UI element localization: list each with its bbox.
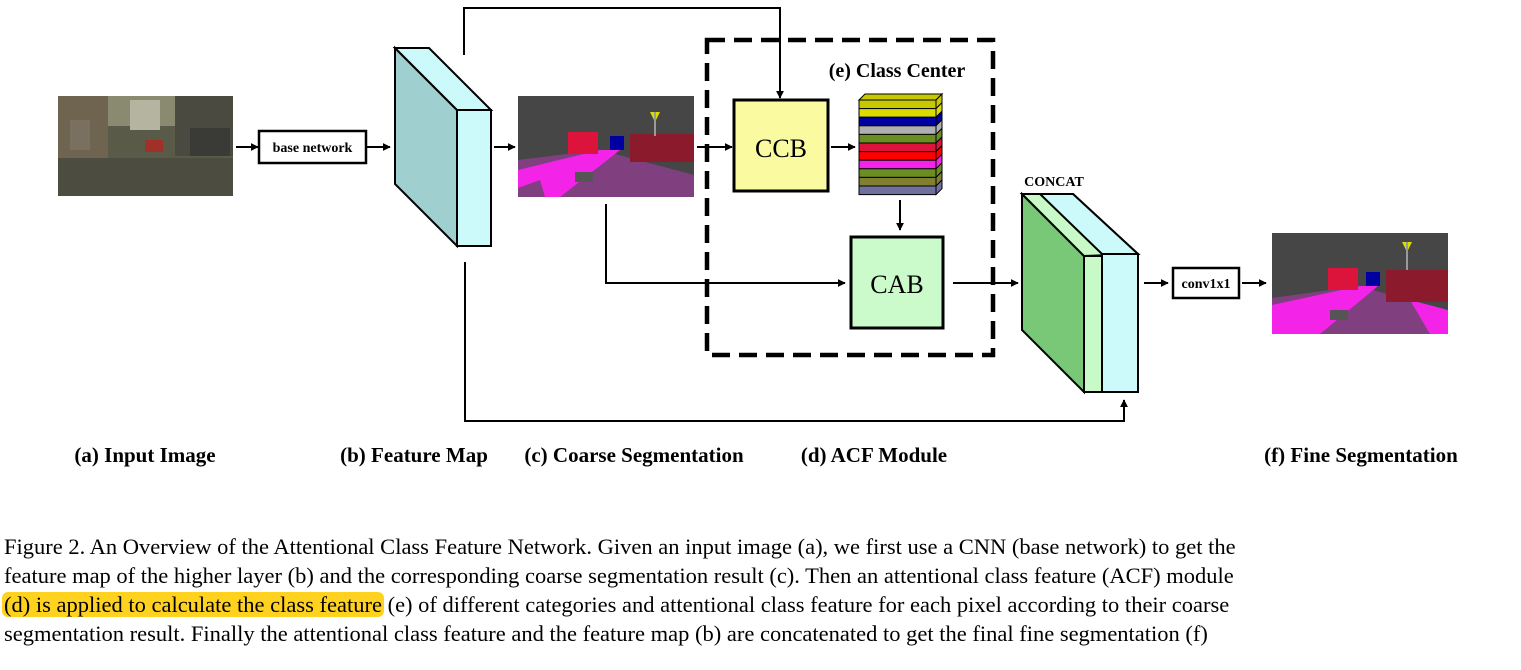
base-network-label: base network bbox=[273, 141, 353, 156]
cab-box: CAB bbox=[849, 235, 945, 330]
stack-layer bbox=[858, 142, 937, 153]
conv1x1-box: conv1x1 bbox=[1171, 266, 1241, 300]
arrow-feature-to-ccb bbox=[463, 7, 784, 99]
caption-line-2: feature map of the higher layer (b) and … bbox=[4, 563, 1234, 588]
label-coarse-segmentation: (c) Coarse Segmentation bbox=[524, 443, 744, 467]
caption-line-3-rest: (e) of different categories and attentio… bbox=[381, 592, 1230, 617]
caption-line-1: Figure 2. An Overview of the Attentional… bbox=[4, 534, 1236, 559]
coarse-segmentation-image bbox=[518, 96, 694, 197]
base-network-box: base network bbox=[257, 129, 368, 165]
fine-segmentation-image bbox=[1272, 233, 1448, 334]
concat-label: CONCAT bbox=[1024, 175, 1084, 190]
stack-layer bbox=[858, 176, 937, 187]
conv1x1-label: conv1x1 bbox=[1182, 277, 1231, 292]
stack-layer bbox=[858, 168, 937, 178]
stack-layer bbox=[858, 116, 937, 127]
label-acf-module: (d) ACF Module bbox=[801, 443, 947, 467]
class-center-label: (e) Class Center bbox=[829, 60, 966, 82]
stack-layer bbox=[858, 133, 937, 144]
feature-map-block bbox=[392, 45, 494, 249]
stack-layer bbox=[858, 159, 937, 170]
stack-layer bbox=[858, 108, 937, 118]
stack-layer bbox=[858, 185, 937, 196]
stack-layer-side bbox=[935, 178, 943, 196]
caption-line-3: (d) is applied to calculate the class fe… bbox=[2, 590, 1516, 619]
class-center-stack bbox=[857, 92, 944, 196]
label-fine-segmentation: (f) Fine Segmentation bbox=[1264, 443, 1458, 467]
cab-label: CAB bbox=[870, 270, 923, 299]
caption-highlight: (d) is applied to calculate the class fe… bbox=[2, 592, 384, 617]
label-input-image: (a) Input Image bbox=[74, 443, 215, 467]
concat-block bbox=[1019, 191, 1141, 395]
stack-layer bbox=[858, 125, 937, 135]
caption-line-4: segmentation result. Finally the attenti… bbox=[4, 621, 1208, 646]
arrow-feature-to-concat bbox=[464, 262, 1128, 422]
stack-top-face bbox=[857, 93, 944, 101]
ccb-box: CCB bbox=[732, 98, 830, 193]
figure-caption: Figure 2. An Overview of the Attentional… bbox=[2, 532, 1516, 648]
input-image bbox=[58, 96, 233, 196]
arrow-coarse-to-cab bbox=[605, 204, 846, 287]
label-feature-map: (b) Feature Map bbox=[340, 443, 488, 467]
stack-layer bbox=[858, 99, 937, 110]
stack-layer bbox=[858, 151, 937, 161]
acf-module-dashed-region bbox=[704, 37, 996, 358]
acf-network-diagram: base network (e) Class Center CCB bbox=[58, 7, 1458, 467]
ccb-label: CCB bbox=[755, 134, 807, 163]
